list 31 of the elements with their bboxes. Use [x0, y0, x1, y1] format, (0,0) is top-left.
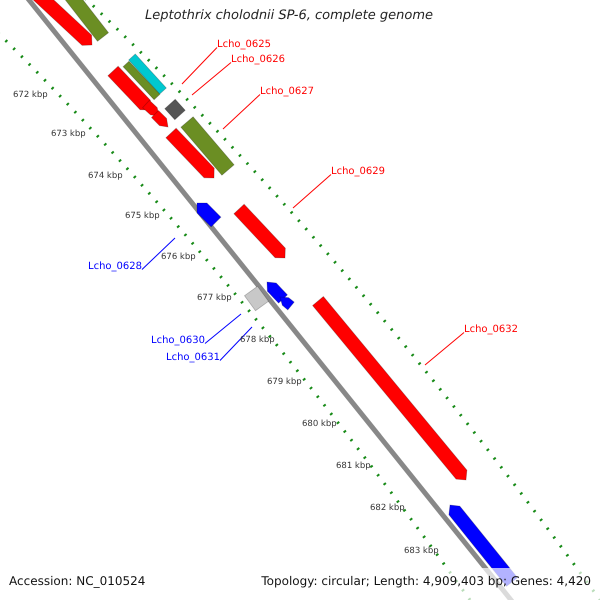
gene-label: Lcho_0629 [331, 167, 385, 177]
title: Leptothrix cholodnii SP-6, complete genome [145, 9, 433, 22]
position-label: 675 kbp [125, 212, 160, 220]
gene-label: Lcho_0632 [464, 325, 518, 335]
leader-line [222, 94, 260, 130]
gene-label: Lcho_0626 [231, 55, 285, 65]
gene-label: Lcho_0628 [88, 262, 142, 272]
gene-label: Lcho_0631 [166, 353, 220, 363]
leader-line [141, 238, 176, 270]
leader-line [192, 62, 232, 96]
position-label: 683 kbp [404, 547, 439, 556]
gene-label: Lcho_0625 [217, 40, 271, 50]
leader-line [219, 326, 252, 361]
position-label: 674 kbp [88, 172, 123, 180]
position-label: 680 kbp [302, 420, 337, 428]
position-label: 682 kbp [370, 504, 405, 512]
genome-info-text: Topology: circular; Length: 4,909,403 bp; Genes: 4,420 [261, 575, 591, 587]
leader-line [424, 332, 464, 366]
position-label: 678 kbp [240, 336, 275, 344]
position-label: 672 kbp [13, 91, 48, 100]
leader-line [204, 314, 242, 344]
position-label: 676 kbp [161, 253, 196, 262]
position-label: 679 kbp [267, 378, 302, 386]
position-label: 673 kbp [51, 130, 86, 138]
position-label: 677 kbp [197, 294, 232, 302]
accession-text: Accession: NC_010524 [9, 575, 146, 587]
position-label: 681 kbp [336, 462, 371, 470]
leader-line [292, 174, 332, 208]
leader-line [182, 47, 218, 84]
gene-label: Lcho_0627 [260, 87, 314, 97]
gene-label: Lcho_0630 [151, 336, 205, 346]
